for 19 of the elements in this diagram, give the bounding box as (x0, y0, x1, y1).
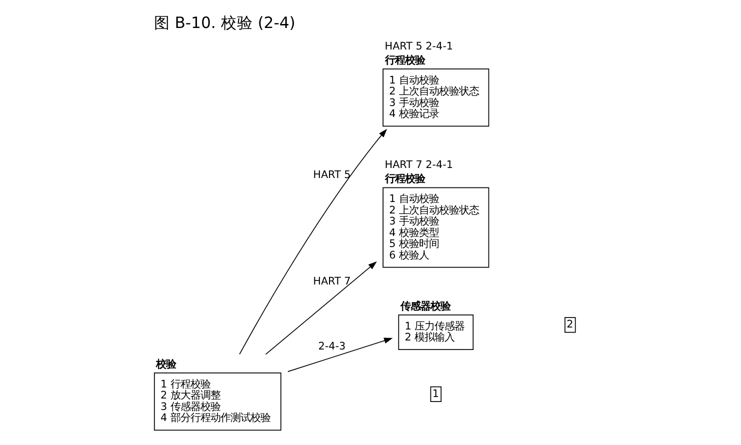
node-label: 行程校验 (384, 54, 425, 66)
label: 2 (566, 318, 574, 331)
label: 1 (432, 388, 440, 400)
arrow (265, 261, 377, 355)
node-label: HART 7 2-4-1 (384, 159, 453, 172)
arrow (239, 128, 388, 355)
node-label: 传感器校验 (400, 300, 450, 312)
node-box: 1 自动校验 2 上次自动校验状态 3 手动校验 4 校验记录 (382, 68, 490, 127)
node-box: 1 行程校验 2 放大器调整 3 传感器校验 4 部分行程动作测试校验 (154, 372, 282, 431)
node-box: 1 压力传感器 2 模拟输入 (398, 314, 474, 350)
node-label: 行程校验 (384, 173, 425, 186)
edge-label: 2-4-3 (318, 340, 346, 352)
edge-label: HART 7 (313, 275, 351, 288)
node-box: 1 自动校验 2 上次自动校验状态 3 手动校验 4 校验类型 5 校验时间 6 校验人 (382, 187, 490, 268)
diagram-title: 图 B-10. 校验 (2-4) (154, 14, 296, 32)
node-label: HART 5 2-4-1 (384, 40, 453, 53)
node-label: 校验 (156, 358, 176, 370)
arrow (287, 338, 393, 372)
edge-label: HART 5 (313, 168, 351, 181)
